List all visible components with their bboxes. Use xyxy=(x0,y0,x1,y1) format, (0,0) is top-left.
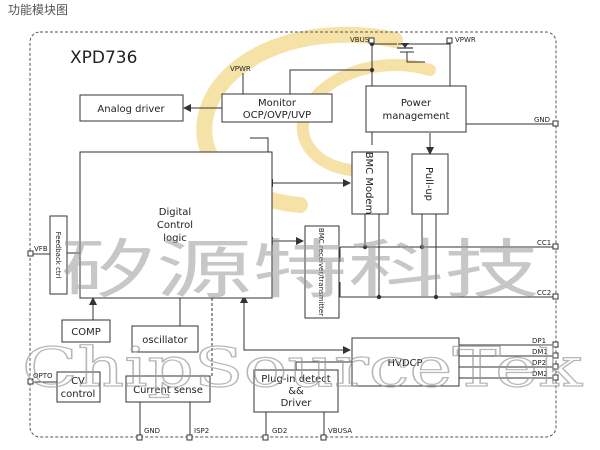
pins: VBUS VPWR VPWR GND CC1 CC2 DP1 DM1 DP2 D… xyxy=(27,36,559,441)
block-feedback-ctrl: Feedback ctrl xyxy=(49,215,68,295)
pin-dp2-label: DP2 xyxy=(532,359,546,367)
block-hvdcp: HVDCP xyxy=(351,337,460,387)
pin-dp1-label: DP1 xyxy=(532,337,546,345)
pin-gnd-bottom-label: GND xyxy=(144,427,160,435)
feedback-ctrl-label: Feedback ctrl xyxy=(54,232,62,279)
pin-dp2-marker xyxy=(552,363,559,370)
cv-control-label-line1: CV xyxy=(71,376,85,387)
block-plugin-detect: Plug-in detect && Driver xyxy=(253,369,339,413)
analog-driver-label: Analog driver xyxy=(97,104,165,115)
monitor-label-line2: OCP/OVP/UVP xyxy=(243,110,311,121)
pin-isp2-marker xyxy=(186,434,193,441)
block-comp: COMP xyxy=(61,319,111,343)
pin-gnd-bottom-marker xyxy=(136,434,143,441)
pin-dm2-marker xyxy=(552,374,559,381)
plugin-detect-label-line1: Plug-in detect xyxy=(261,374,330,385)
power-management-label-line2: management xyxy=(383,111,450,122)
block-current-sense: Current sense xyxy=(125,375,211,403)
bmc-modem-label: BMC Modem xyxy=(363,152,374,215)
pin-opto-label: OPTO xyxy=(33,372,53,380)
block-cv-control: CV control xyxy=(56,371,101,403)
current-sense-label: Current sense xyxy=(133,385,203,396)
chip-outline xyxy=(29,31,557,438)
pin-cc1-label: CC1 xyxy=(537,239,551,247)
block-digital-control-logic: Digital Control logic xyxy=(79,151,273,299)
block-bmc-transceiver: BMC receiver/transmitter xyxy=(304,225,340,319)
block-oscillator: oscillator xyxy=(131,325,199,353)
pin-vbusa-label: VBUSA xyxy=(328,427,352,435)
chip-name: XPD736 xyxy=(70,48,137,68)
pin-dm2-label: DM2 xyxy=(532,370,548,378)
block-pull-up: Pull-up xyxy=(411,153,449,215)
block-bmc-modem: BMC Modem xyxy=(351,151,389,215)
pin-vbusa-marker xyxy=(320,434,327,441)
pin-gnd-right-label: GND xyxy=(534,116,550,124)
pin-gnd-right-marker xyxy=(552,120,559,127)
pin-cc2-marker xyxy=(552,293,559,300)
digital-control-label-line1: Digital xyxy=(159,207,191,218)
power-management-label-line1: Power xyxy=(401,98,432,109)
pin-vfb-label: VFB xyxy=(34,245,48,253)
hvdcp-label: HVDCP xyxy=(387,358,422,369)
pin-vbus-label: VBUS xyxy=(350,36,370,44)
pin-vfb-marker xyxy=(27,250,34,257)
pin-isp2-label: ISP2 xyxy=(194,427,209,435)
oscillator-label: oscillator xyxy=(142,335,188,346)
pin-cc1-marker xyxy=(552,243,559,250)
pin-vbus-marker xyxy=(368,37,375,44)
block-power-management: Power management xyxy=(365,85,467,133)
pin-gd2-label: GD2 xyxy=(272,427,287,435)
pin-vpwr-label: VPWR xyxy=(455,36,476,44)
pin-dp1-marker xyxy=(552,341,559,348)
pin-opto-marker xyxy=(27,378,34,385)
pin-vpwr-marker xyxy=(446,37,453,44)
plugin-detect-label-line2: && xyxy=(288,386,304,397)
pin-dm1-marker xyxy=(552,352,559,359)
pin-gd2-marker xyxy=(262,434,269,441)
digital-control-label-line3: logic xyxy=(163,233,187,244)
wires xyxy=(33,40,555,437)
watermark-chinese: 矽源特科技 xyxy=(60,234,540,308)
pin-dm1-label: DM1 xyxy=(532,348,548,356)
monitor-vpwr-label: VPWR xyxy=(230,65,251,73)
pin-cc2-label: CC2 xyxy=(537,289,551,297)
pull-up-label: Pull-up xyxy=(423,167,434,201)
power-switch-mosfet-icon xyxy=(397,43,413,49)
block-analog-driver: Analog driver xyxy=(79,94,184,122)
block-monitor: Monitor OCP/OVP/UVP xyxy=(221,93,333,123)
bmc-transceiver-label: BMC receiver/transmitter xyxy=(317,228,325,316)
cv-control-label-line2: control xyxy=(61,389,96,400)
page-heading: 功能模块图 xyxy=(8,3,68,17)
comp-label: COMP xyxy=(71,327,101,338)
watermark-english: ChipSourceTek xyxy=(22,336,584,399)
digital-control-label-line2: Control xyxy=(157,220,193,231)
plugin-detect-label-line3: Driver xyxy=(281,398,313,409)
monitor-label-line1: Monitor xyxy=(258,98,297,109)
